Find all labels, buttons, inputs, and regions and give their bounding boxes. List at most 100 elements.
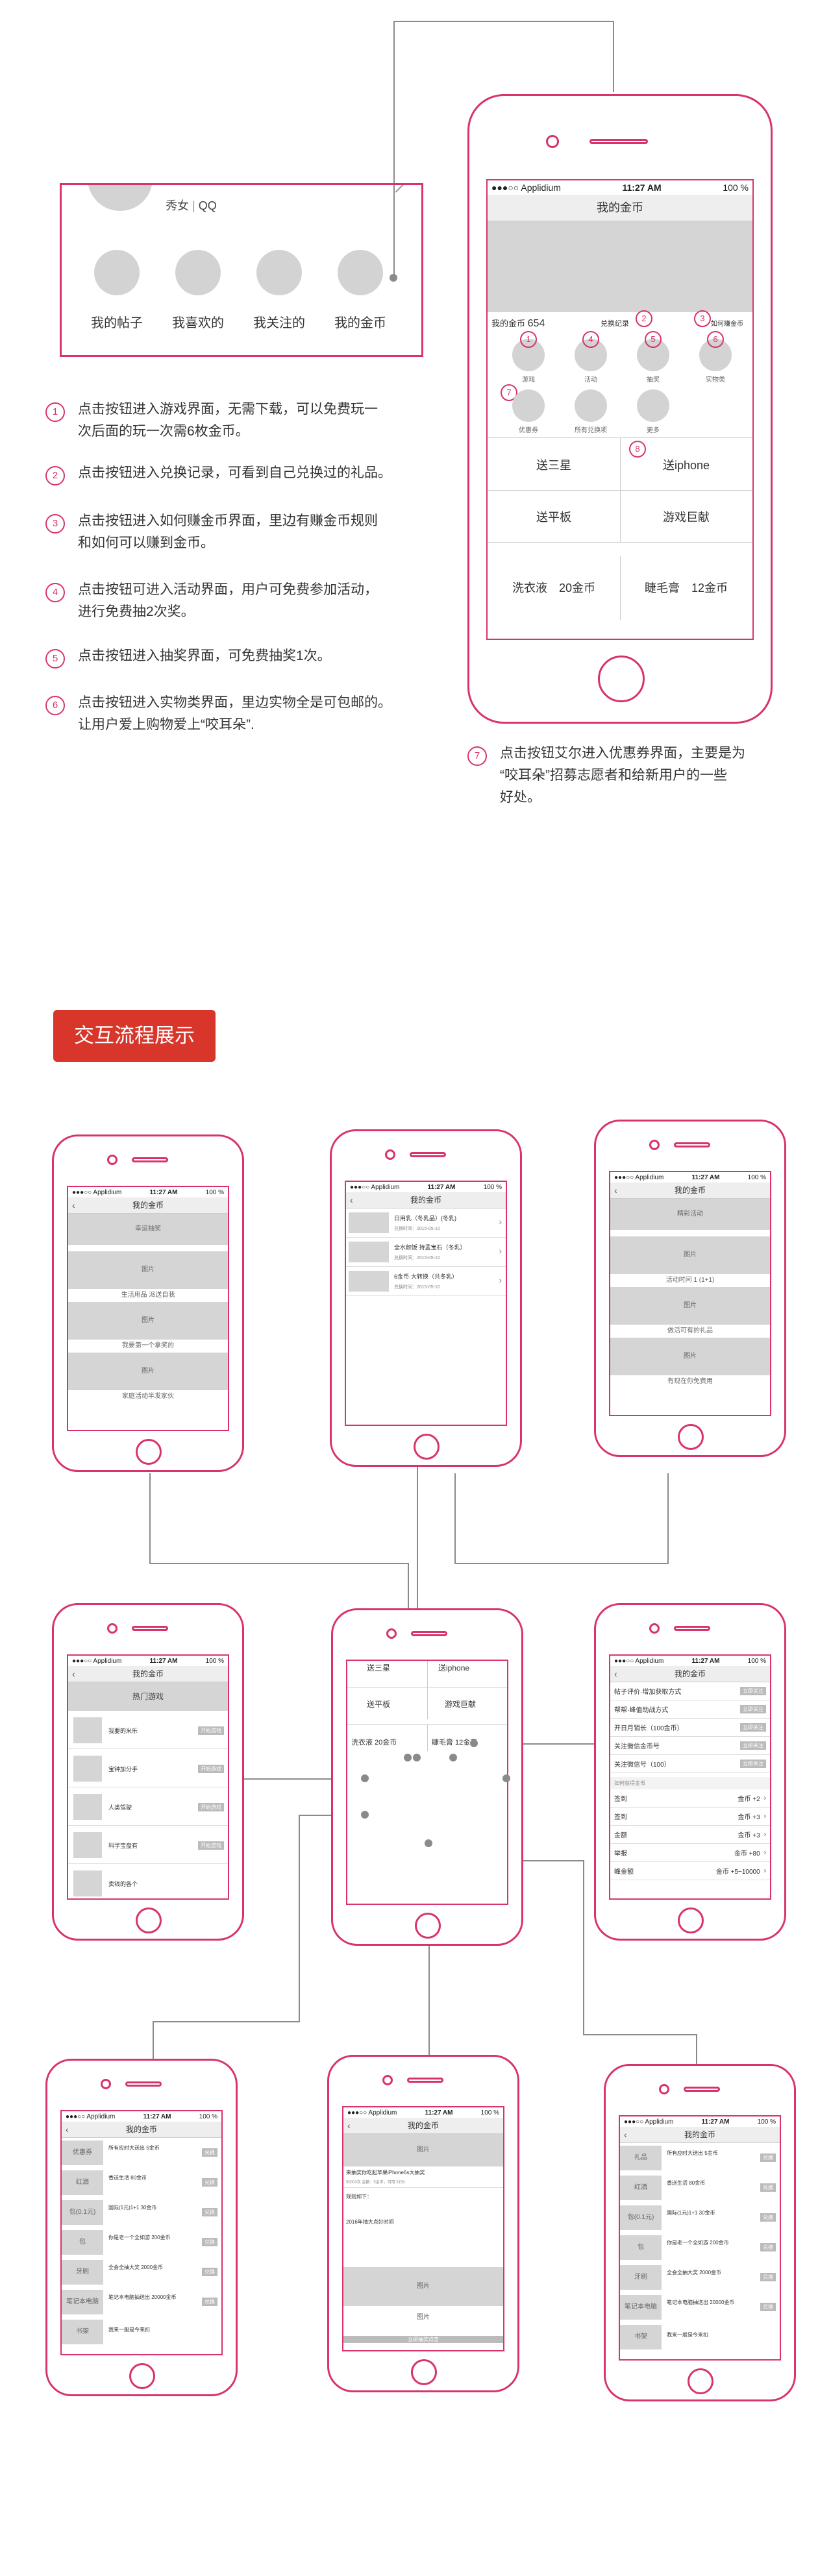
back-icon[interactable]: ‹ [72,1669,75,1679]
back-icon[interactable]: ‹ [614,1669,617,1679]
rule-row[interactable]: 金额金币 +3› [610,1826,770,1844]
exchange-button[interactable]: 兑换 [760,2243,776,2251]
back-icon[interactable]: ‹ [614,1185,617,1196]
my-posts-icon[interactable] [94,250,140,295]
activity-banner: 精彩活动 [610,1199,770,1230]
activity-caption: 有现在你免费用 [667,1378,713,1385]
back-icon[interactable]: ‹ [350,1195,353,1205]
annotation-text: 点击按钮进入如何赚金币界面，里边有赚金币规则和如何可以赚到金币。 [78,513,378,550]
page-title: 我的金币 [488,195,752,221]
product-detergent[interactable]: 洗衣液 20金币 [351,1739,397,1747]
exchange-button[interactable]: 兑换 [760,2213,776,2222]
home-button[interactable] [598,656,645,702]
profile-card: 秀女 | QQ 我的帖子 我喜欢的 我关注的 我的金币 [60,183,423,357]
all-exchange-icon[interactable] [575,389,607,422]
rules-heading: 如何获得金币 [610,1777,770,1789]
exchange-button[interactable]: 兑换 [202,2148,217,2157]
exchange-button[interactable]: 兑换 [202,2208,217,2216]
my-coins-icon[interactable] [338,250,383,295]
task-row[interactable]: 关注微信号（100）立即关注 [610,1755,770,1773]
my-follows-label: 我关注的 [253,316,305,330]
my-likes-icon[interactable] [175,250,221,295]
promo-games[interactable]: 游戏巨献 [663,511,710,524]
product-mascara[interactable]: 睫毛膏 12金币 [432,1739,478,1747]
exchange-button[interactable]: 兑换 [760,2303,776,2311]
prize-image[interactable]: 图片 [68,1353,228,1390]
earn-coins-link[interactable]: 如何赚金币 [711,321,743,328]
annotation-number: 2 [636,310,652,327]
connector-line [474,1743,604,1745]
connector-line [393,21,614,22]
game-row[interactable]: 科学宝盘有 开始游戏 [68,1826,228,1864]
exchange-button[interactable]: 兑换 [202,2178,217,2187]
exchange-button[interactable]: 兑换 [760,2183,776,2192]
all-exchange-label: 所有兑换项 [575,427,607,434]
promo-samsung[interactable]: 送三星 [367,1663,391,1673]
start-game-button[interactable]: 开始游戏 [198,1841,224,1850]
product-mascara[interactable]: 睫毛膏 12金币 [644,582,728,595]
rule-row[interactable]: 签到金币 +2› [610,1789,770,1808]
activity-image[interactable]: 图片 [610,1338,770,1375]
exchange-record-link[interactable]: 兑换纪录 [601,320,629,328]
task-row[interactable]: 帮帮·峰值助战方式立即关注 [610,1700,770,1719]
back-icon[interactable]: ‹ [347,2120,351,2131]
more-label: 更多 [647,427,660,434]
my-follows-icon[interactable] [256,250,302,295]
avatar[interactable] [88,185,153,211]
activity-image[interactable]: 图片 [610,1236,770,1274]
prize-caption: 生活用品 派送自我 [121,1292,175,1299]
exchange-button[interactable]: 兑换 [202,2238,217,2246]
rule-row[interactable]: 峰金额金币 +5~10000› [610,1862,770,1880]
prize-image[interactable]: 图片 [68,1302,228,1340]
record-row[interactable]: 日用乳（冬乳品）(冬乳) 兑换时间：2015-05-10 › [346,1208,506,1238]
annotation-number: 4 [582,331,599,348]
promo-games[interactable]: 游戏巨献 [445,1700,477,1709]
promo-iphone[interactable]: 送iphone [438,1663,470,1673]
back-icon[interactable]: ‹ [624,2129,627,2140]
promo-grid: 送三星 8 送iphone 送平板 游戏巨献 [488,437,752,543]
exchange-button[interactable]: 兑换 [202,2298,217,2306]
connector-line [149,1563,409,1564]
exchange-button[interactable]: 兑换 [760,2153,776,2162]
game-row[interactable]: 宝钟加分手 开始游戏 [68,1749,228,1787]
task-row[interactable]: 关注微信金币号立即关注 [610,1737,770,1755]
promo-tablet[interactable]: 送平板 [536,511,571,524]
record-row[interactable]: 全水颜饭 持孟宝石（冬乳） 兑换时间：2015-05-10 › [346,1238,506,1267]
game-row[interactable]: 卖钱的各个 [68,1864,228,1898]
product-detergent[interactable]: 洗衣液 20金币 [512,582,596,595]
start-game-button[interactable]: 开始游戏 [198,1803,224,1811]
exchange-button[interactable]: 兑换 [760,2273,776,2281]
lottery-title: 来抽奖你吃起苹果iPhone6s大抽奖 [346,2170,425,2176]
annotation-number: 6 [45,696,65,715]
record-row[interactable]: 6金币·大转换（共冬乳） 兑换时间：2015-05-10 › [346,1267,506,1296]
coupon-icon[interactable] [512,389,545,422]
prize-caption: 我要第一个拿奖的 [122,1342,174,1349]
connector-line [393,21,395,280]
start-game-button[interactable]: 开始游戏 [198,1726,224,1735]
promo-iphone[interactable]: 送iphone [662,459,710,472]
start-game-button[interactable]: 开始游戏 [198,1765,224,1773]
task-row[interactable]: 开日月销长（100金币）立即关注 [610,1719,770,1737]
more-icon[interactable] [637,389,669,422]
annotation-number: 3 [45,514,65,534]
exchange-button[interactable]: 兑换 [202,2268,217,2276]
game-row[interactable]: 人类驾驶 开始游戏 [68,1787,228,1826]
task-row[interactable]: 帖子评价·增加获取方式立即关注 [610,1682,770,1700]
edit-icon[interactable] [395,185,417,203]
promo-samsung[interactable]: 送三星 [536,459,571,472]
connector-dot [470,1739,478,1747]
draw-now-button[interactable]: 立即抽奖点击 [343,2336,503,2343]
back-icon[interactable]: ‹ [72,1200,75,1210]
promo-tablet[interactable]: 送平板 [367,1700,391,1709]
coupon-list: 优惠券 所有应时大送出 5金币 兑换 红酒 香送生活 80金币 兑换 包(0.1… [62,2138,221,2352]
connector-line [613,21,614,92]
activity-image[interactable]: 图片 [610,1287,770,1325]
lottery-rules: 规则如下： [343,2187,503,2205]
profile-meta: 秀女 | QQ [166,199,217,212]
rule-row[interactable]: 签到金币 +3› [610,1808,770,1826]
prize-image[interactable]: 图片 [68,1251,228,1289]
rule-row[interactable]: 举报金币 +80› [610,1844,770,1862]
game-row[interactable]: 我要的米乐 开始游戏 [68,1711,228,1749]
back-icon[interactable]: ‹ [66,2124,69,2135]
